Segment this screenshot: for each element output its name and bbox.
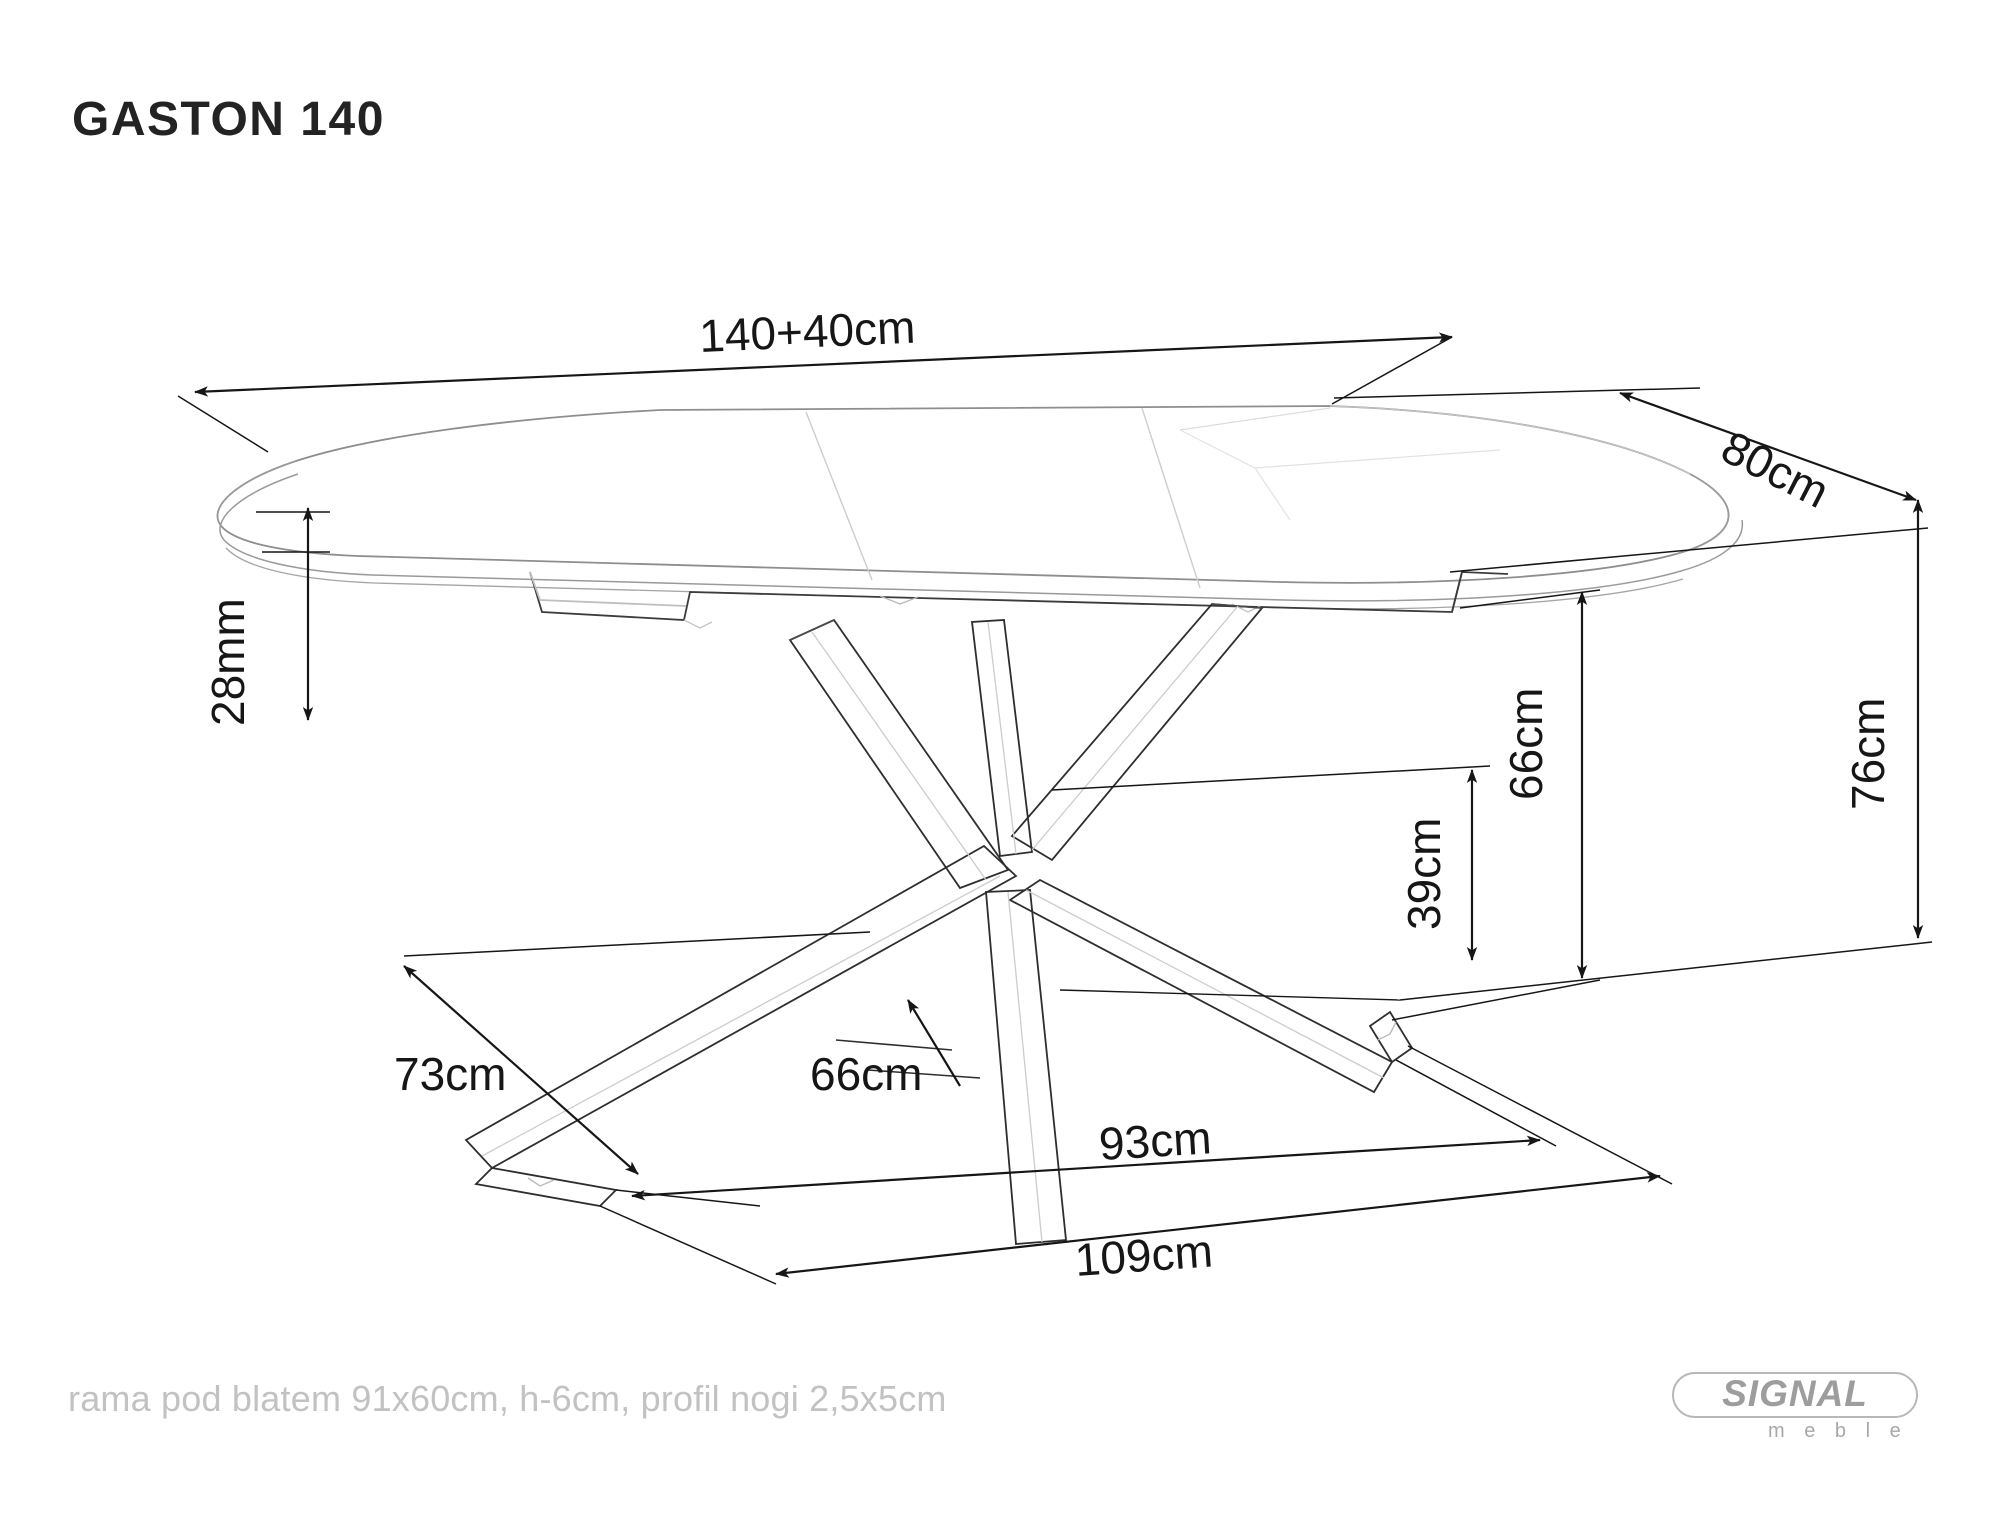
leaf-panel-inner: [1179, 429, 1501, 469]
dimension-lines: [177, 332, 1933, 1285]
dimlabel-cross-height: 39cm: [1398, 818, 1450, 930]
frame-bracket-left: [683, 619, 713, 629]
foot-left-notch: [527, 1177, 555, 1187]
dimline-length: [194, 332, 1453, 397]
leg-back-left: [788, 618, 1010, 890]
footer-caption: rama pod blatem 91x60cm, h-6cm, profil n…: [68, 1378, 947, 1419]
dimlabel-thickness: 28mm: [202, 598, 254, 726]
table-top: [216, 405, 1744, 610]
dimlabel-total-height: 76cm: [1842, 698, 1894, 810]
extline-base-outer-left: [599, 1205, 777, 1285]
leg-front-right: [1008, 878, 1394, 1094]
extline-depth-a: [1333, 387, 1701, 399]
dimline-foot-depth: [403, 965, 639, 1175]
under-frame-rail-left-edge: [529, 571, 687, 607]
extline-length-right: [1331, 336, 1453, 405]
extline-foot-depth-a: [403, 931, 871, 957]
extline-base-inner-right: [1395, 1059, 1557, 1147]
centre-tie: [835, 1039, 953, 1051]
leg-highlight-6: [1007, 891, 1043, 1243]
dimline-base-outer: [775, 1172, 1661, 1278]
dimlabel-foot-depth: 73cm: [394, 1048, 506, 1100]
dimline-leg-span: [907, 999, 961, 1087]
dimline-base-inner: [631, 1135, 1541, 1201]
foot-right-notch: [1377, 1021, 1397, 1041]
foot-left: [474, 1167, 618, 1207]
foot-right: [1368, 1010, 1414, 1064]
dimlabel-length: 140+40cm: [698, 301, 916, 362]
brand-logo: SIGNAL m e b l e: [1672, 1372, 1922, 1464]
extline-total-height-bottom: [1399, 941, 1933, 1001]
leg-highlight-3: [481, 875, 1001, 1157]
logo-tagline: m e b l e: [1768, 1420, 1908, 1442]
dimlabel-base-outer: 109cm: [1073, 1224, 1214, 1286]
table-frame: [529, 571, 1509, 629]
extline-clearance-bottom: [1391, 979, 1601, 1021]
table-top-edge-lower: [219, 473, 1730, 555]
centre-tie-2: [867, 1069, 981, 1079]
logo-pill-outline: [1672, 1372, 1918, 1418]
extline-cross-height-top: [1051, 765, 1491, 791]
leaf-panel-inner-2: [1254, 467, 1291, 521]
dimlabel-clearance: 66cm: [1500, 688, 1552, 800]
table-top-far-edge: [1329, 405, 1691, 475]
under-frame-rail-right: [1451, 571, 1509, 613]
under-frame-rail: [529, 571, 1463, 621]
proj-base-right-1: [1059, 989, 1401, 1001]
dimline-depth: [1619, 391, 1917, 502]
dimension-labels: 140+40cm 80cm 28mm 76cm 66cm 39cm 73cm 6…: [202, 301, 1894, 1286]
leg-centre-back: [970, 619, 1034, 858]
extline-length-left: [177, 395, 269, 453]
leg-highlight-1: [811, 631, 987, 881]
leg-centre-front: [985, 889, 1067, 1245]
leg-highlight-2: [1031, 605, 1239, 851]
leg-top-plate-right: [1211, 603, 1263, 609]
extline-clearance-top: [1459, 589, 1601, 609]
leaf-panel-top-left: [1179, 407, 1331, 431]
extline-base-outer-right: [1407, 1045, 1673, 1185]
leg-highlight-4: [1025, 889, 1385, 1079]
dimlabel-depth: 80cm: [1713, 421, 1837, 518]
frame-slide-mark: [879, 595, 919, 605]
table-top-edge: [216, 460, 297, 528]
dimlabel-base-inner: 93cm: [1097, 1111, 1212, 1170]
table-top-surface: [216, 405, 1730, 584]
page-title: GASTON 140: [72, 93, 385, 146]
table-top-edge-front: [223, 519, 1744, 602]
leg-top-plate-left: [789, 619, 835, 641]
leaf-seam-right: [1141, 407, 1201, 589]
leg-highlight-5: [987, 621, 1017, 855]
leg-back-right: [1010, 603, 1264, 862]
dimlabel-leg-span: 66cm: [810, 1048, 922, 1100]
extline-depth-b: [1449, 527, 1929, 573]
leaf-seam-left: [805, 411, 873, 581]
logo-wordmark: SIGNAL: [1722, 1373, 1868, 1414]
